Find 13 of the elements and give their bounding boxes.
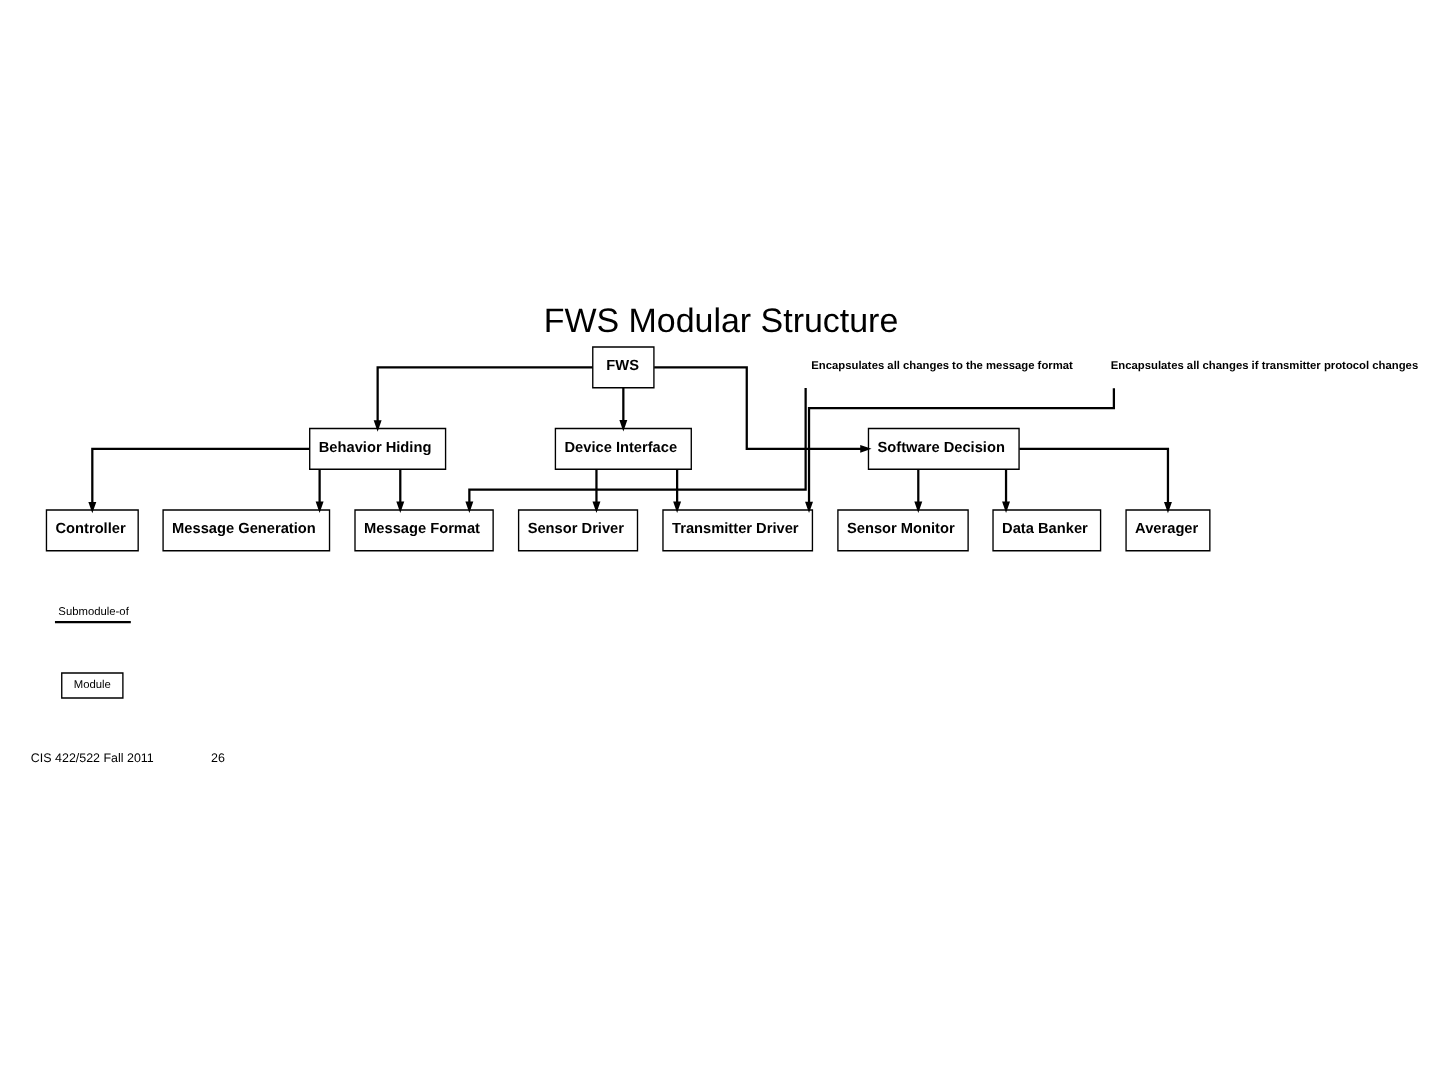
diagram-title: FWS Modular Structure bbox=[543, 301, 899, 340]
arrow bbox=[465, 387, 807, 512]
arrow bbox=[315, 468, 324, 512]
arrow bbox=[592, 468, 601, 512]
arrow bbox=[914, 468, 923, 512]
arrow bbox=[673, 468, 682, 512]
arrow bbox=[619, 386, 628, 431]
arrow bbox=[654, 365, 872, 452]
arrow bbox=[1002, 468, 1010, 512]
arrow bbox=[88, 446, 310, 513]
arrow bbox=[1019, 446, 1172, 513]
arrow bbox=[373, 365, 593, 431]
arrow bbox=[396, 468, 405, 512]
